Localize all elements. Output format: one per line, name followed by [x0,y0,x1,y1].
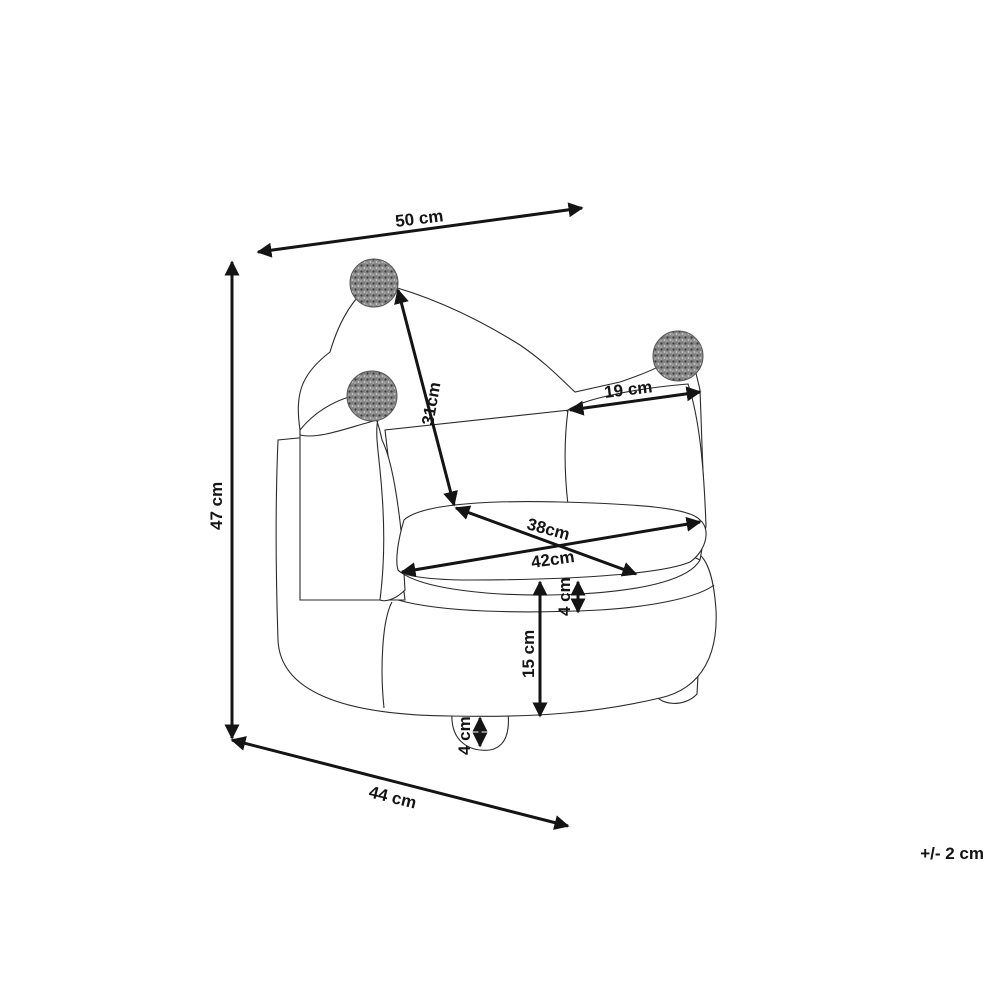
pompom-right [652,330,704,382]
label-leg-height: 4 cm [455,716,474,755]
label-seat-height: 15 cm [519,630,538,678]
dimension-lines [224,202,702,830]
tolerance-note: +/- 2 cm [920,844,984,863]
width-top-arrow [256,202,584,258]
label-height-total: 47 cm [207,482,226,530]
pompom-top-left [349,258,399,308]
backrest-diagonal-arrow [394,288,458,507]
dimension-labels: 50 cm 47 cm 44 cm 31cm 19 cm 38cm 42cm 4… [207,206,653,812]
seat-width-arrow [400,516,702,578]
base-seam [381,601,393,709]
chair-drawing [275,258,717,751]
depth-bottom-arrow [230,736,570,830]
pompom-ear-left [346,370,398,422]
armrest-width-arrow [568,386,702,416]
label-cushion-thickness: 4 cm [555,577,574,616]
